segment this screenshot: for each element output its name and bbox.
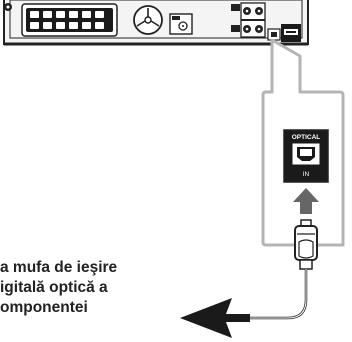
caption-text: a mufa de ieşire igitală optică a ompone… bbox=[0, 258, 190, 318]
caption-line-3: omponentei bbox=[0, 299, 88, 316]
av-connectors bbox=[231, 2, 266, 38]
optical-cable bbox=[228, 269, 308, 320]
optical-port-icon bbox=[292, 143, 320, 165]
direction-arrow-icon bbox=[180, 298, 250, 338]
caption-line-2: igitală optică a bbox=[0, 279, 108, 296]
optical-plug bbox=[294, 219, 318, 270]
panel-optical-jack bbox=[267, 28, 281, 41]
cooling-fan-icon bbox=[133, 5, 163, 35]
insert-arrow-icon bbox=[293, 188, 319, 214]
antenna-jack bbox=[169, 13, 193, 35]
rear-panel bbox=[3, 0, 309, 46]
optical-label: OPTICAL bbox=[292, 134, 321, 141]
optical-in-jack: OPTICAL IN bbox=[283, 129, 329, 183]
hdmi-port bbox=[281, 24, 301, 42]
in-label: IN bbox=[303, 171, 310, 178]
fan-logo-icon bbox=[4, 3, 12, 11]
caption-line-1: a mufa de ieşire bbox=[0, 259, 118, 276]
speaker-terminals bbox=[21, 3, 118, 37]
